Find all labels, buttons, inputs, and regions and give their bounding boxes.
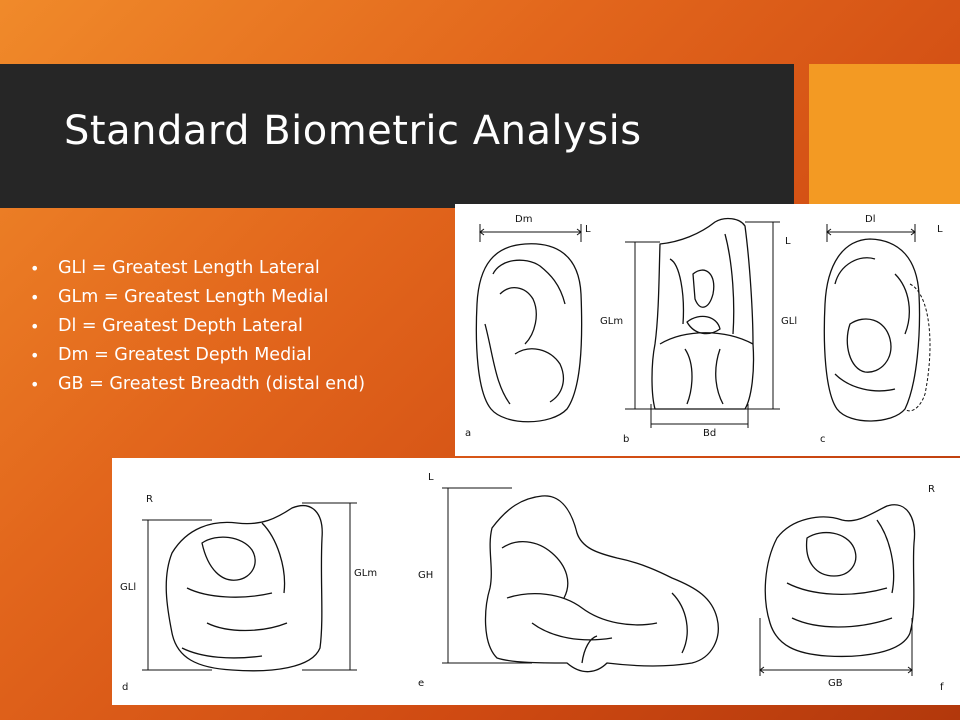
label-side-f: R: [928, 484, 935, 495]
figure-panel-top: Dm L a GLm GLl Bd L b Dl L c: [455, 204, 960, 456]
label-side-e: L: [428, 472, 434, 483]
bone-b-drawing: [625, 217, 780, 428]
label-glm-d: GLm: [354, 568, 377, 579]
bone-a-drawing: [475, 224, 583, 423]
label-side-c: L: [937, 224, 943, 235]
label-panel-a: a: [465, 428, 471, 439]
label-gll-b: GLl: [781, 316, 797, 327]
label-dl: Dl: [865, 214, 875, 225]
bullet-item-dm: Dm = Greatest Depth Medial: [30, 341, 450, 370]
figure-panel-bottom: R GLl GLm d L GH e R GB f: [112, 458, 960, 705]
label-dm: Dm: [515, 214, 532, 225]
label-glm-b: GLm: [600, 316, 623, 327]
title-bar: [0, 64, 794, 208]
label-gb: GB: [828, 678, 843, 689]
label-panel-e: e: [418, 678, 424, 689]
label-side-a: L: [585, 224, 591, 235]
label-side-b: L: [785, 236, 791, 247]
label-panel-d: d: [122, 682, 128, 693]
label-panel-b: b: [623, 434, 629, 445]
bone-e-drawing: [442, 487, 719, 673]
bullet-item-gll: GLl = Greatest Length Lateral: [30, 254, 450, 283]
bone-f-drawing: [759, 504, 916, 676]
bone-c-drawing: [823, 224, 931, 422]
label-gh: GH: [418, 570, 433, 581]
slide-title: Standard Biometric Analysis: [64, 108, 642, 154]
bullet-list: GLl = Greatest Length Lateral GLm = Grea…: [30, 254, 450, 399]
label-side-d: R: [146, 494, 153, 505]
bullet-item-dl: Dl = Greatest Depth Lateral: [30, 312, 450, 341]
label-panel-f: f: [940, 682, 944, 693]
label-gll-d: GLl: [120, 582, 136, 593]
accent-block: [809, 64, 960, 208]
bone-d-drawing: [142, 502, 357, 672]
bullet-item-glm: GLm = Greatest Length Medial: [30, 283, 450, 312]
label-bd: Bd: [703, 428, 716, 439]
figure-bottom-drawing: R GLl GLm d L GH e R GB f: [120, 472, 944, 693]
figure-top-drawing: Dm L a GLm GLl Bd L b Dl L c: [465, 214, 943, 445]
label-panel-c: c: [820, 434, 826, 445]
bullet-item-gb: GB = Greatest Breadth (distal end): [30, 370, 450, 399]
